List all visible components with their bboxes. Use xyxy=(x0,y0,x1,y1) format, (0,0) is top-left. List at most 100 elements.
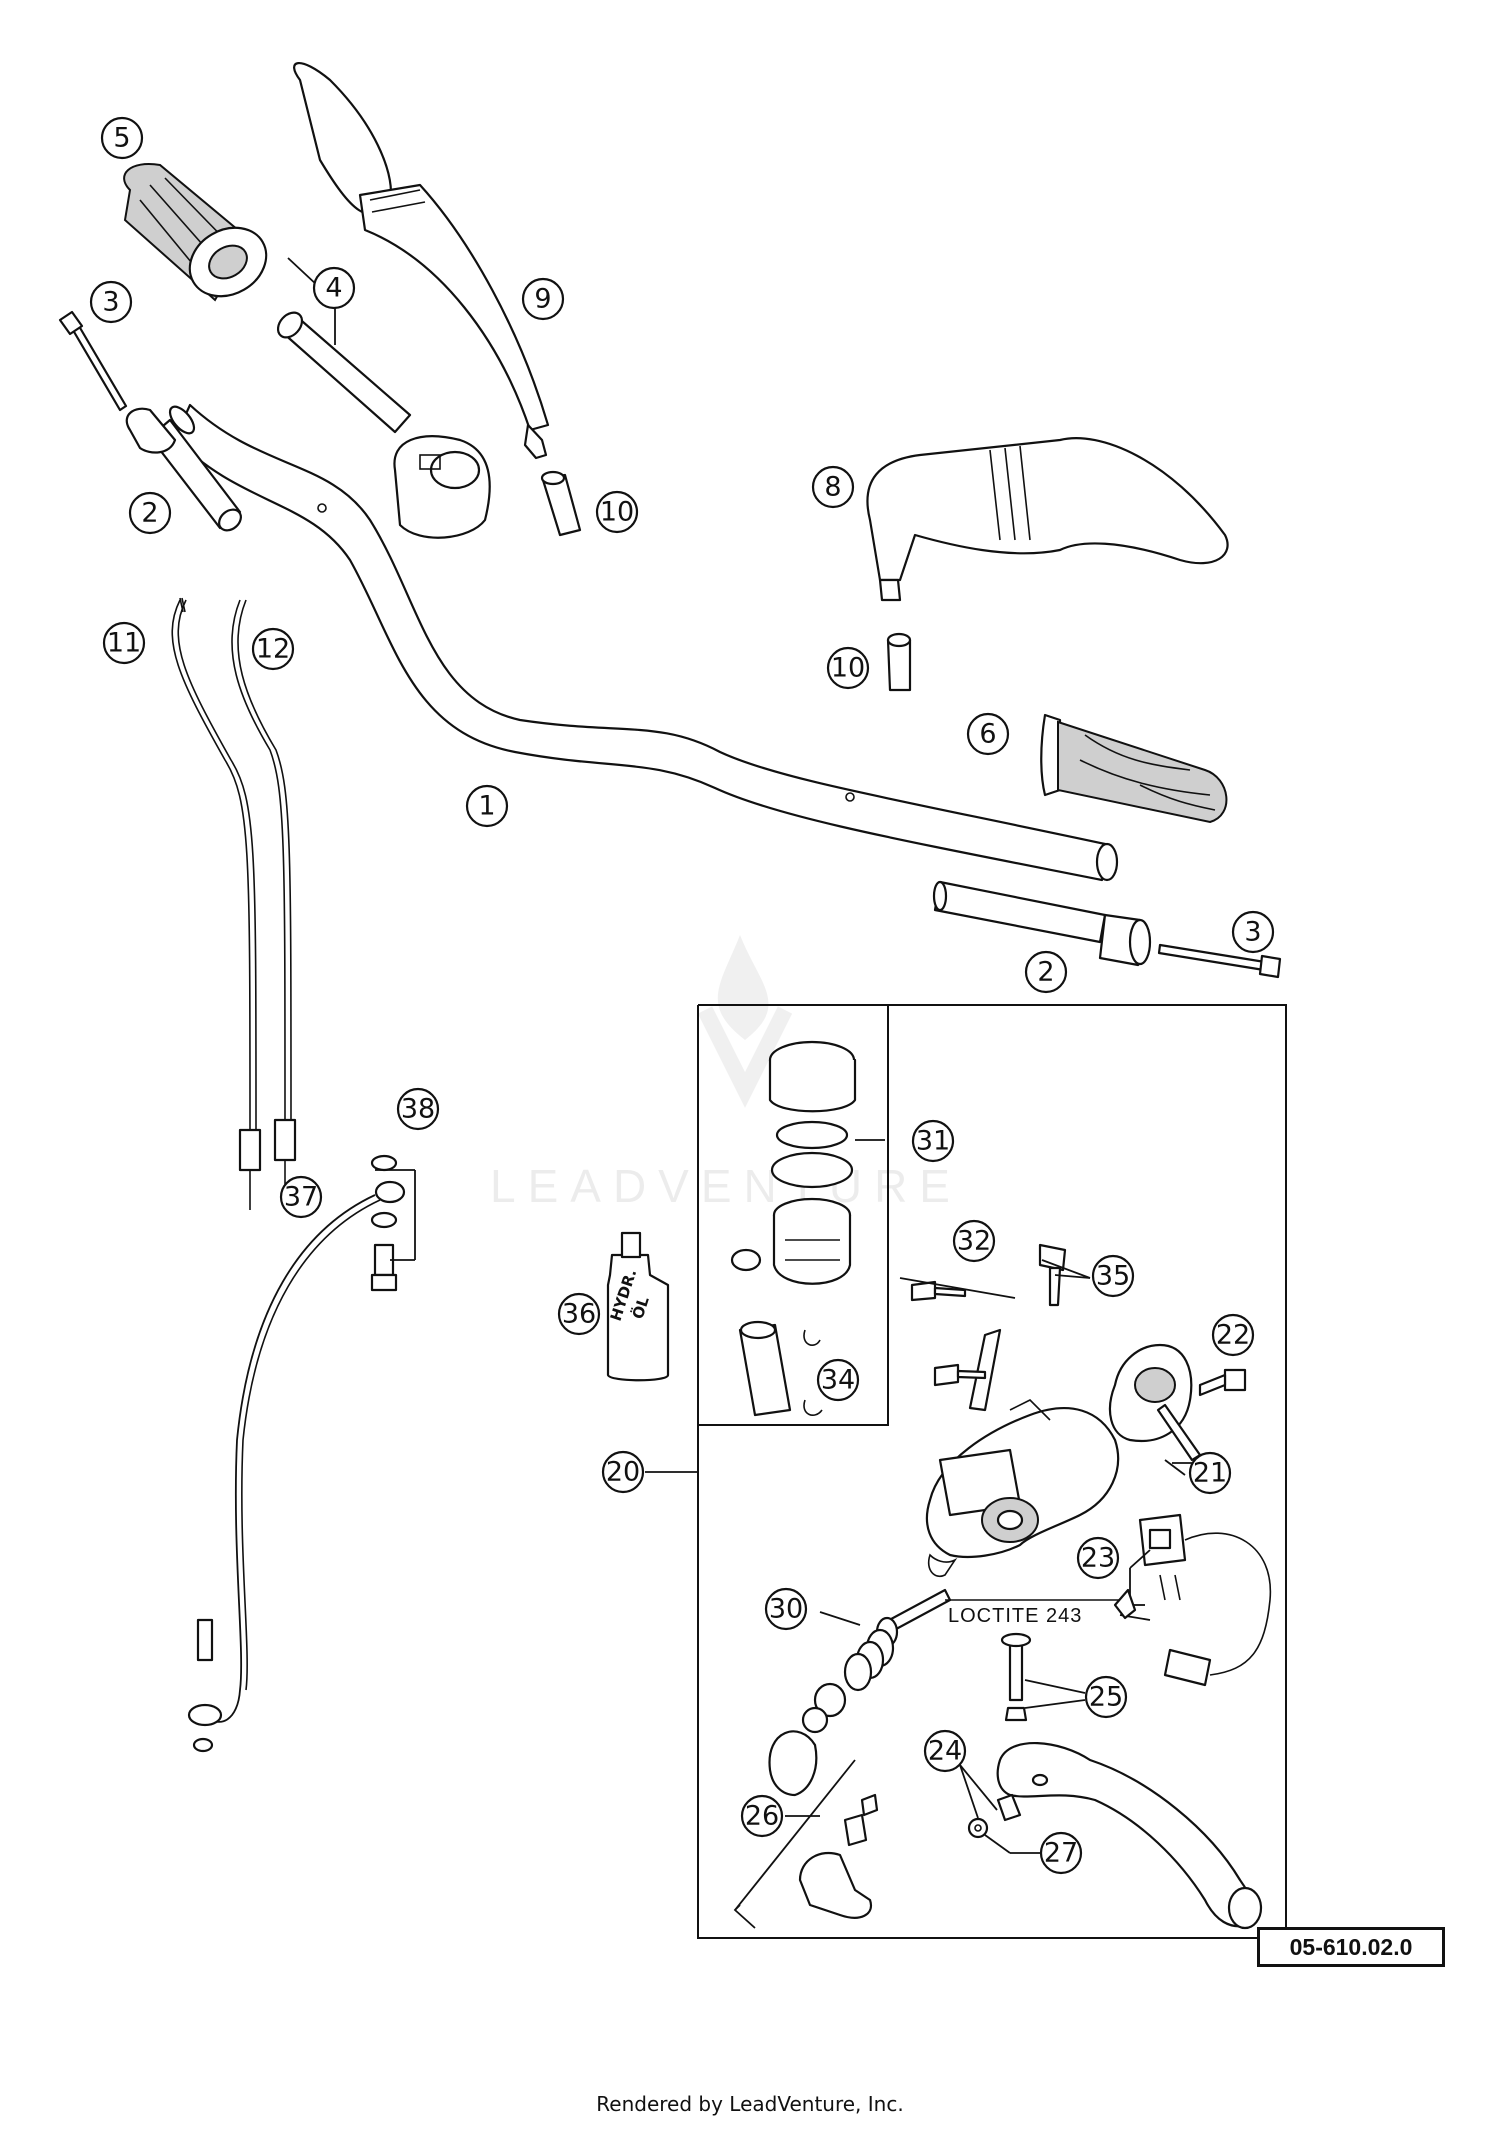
lever-adjuster xyxy=(967,1793,1022,1839)
svg-text:10: 10 xyxy=(831,653,865,684)
svg-text:4: 4 xyxy=(325,273,342,304)
callout-38: 38 xyxy=(396,1087,440,1131)
callout-32: 32 xyxy=(952,1219,996,1263)
svg-text:1: 1 xyxy=(478,791,495,822)
callout-4: 4 xyxy=(312,266,356,310)
callout-37: 37 xyxy=(279,1175,323,1219)
svg-text:9: 9 xyxy=(534,284,551,315)
svg-text:23: 23 xyxy=(1081,1543,1115,1574)
mirror-adapter-left xyxy=(540,470,582,537)
callout-30: 30 xyxy=(764,1587,808,1631)
clamp-screw xyxy=(1198,1368,1247,1397)
svg-text:3: 3 xyxy=(1244,917,1261,948)
callout-20: 20 xyxy=(601,1450,645,1494)
reservoir-hose xyxy=(738,1320,823,1417)
brake-lever xyxy=(996,1741,1263,1930)
callout-12: 12 xyxy=(251,627,295,671)
watermark-text: LEADVENTURE xyxy=(490,1160,962,1212)
lever-pivot-bolt xyxy=(1000,1632,1032,1722)
callout-3-right: 3 xyxy=(1231,910,1275,954)
callout-21: 21 xyxy=(1188,1451,1232,1495)
svg-text:27: 27 xyxy=(1044,1838,1078,1869)
callout-11: 11 xyxy=(102,621,146,665)
mirror-adapter-right xyxy=(886,632,912,692)
callout-26: 26 xyxy=(740,1794,784,1838)
callout-2-right: 2 xyxy=(1024,950,1068,994)
svg-text:36: 36 xyxy=(562,1299,596,1330)
watermark: LEADVENTURE xyxy=(490,935,962,1212)
brake-hose xyxy=(187,1180,406,1727)
svg-text:31: 31 xyxy=(916,1126,950,1157)
callout-25: 25 xyxy=(1084,1675,1128,1719)
svg-text:24: 24 xyxy=(928,1736,962,1767)
loctite-note-text: LOCTITE 243 xyxy=(948,1605,1082,1627)
callout-3-left: 3 xyxy=(89,280,133,324)
footer-credit: Rendered by LeadVenture, Inc. xyxy=(596,2092,904,2116)
svg-text:20: 20 xyxy=(606,1457,640,1488)
svg-text:12: 12 xyxy=(256,634,290,665)
svg-text:2: 2 xyxy=(141,498,158,529)
svg-text:22: 22 xyxy=(1216,1320,1250,1351)
svg-text:25: 25 xyxy=(1089,1682,1123,1713)
svg-text:2: 2 xyxy=(1037,957,1054,988)
callout-5: 5 xyxy=(100,116,144,160)
callout-36: 36 xyxy=(557,1292,601,1336)
leader-lines xyxy=(287,257,1195,1929)
svg-text:37: 37 xyxy=(284,1182,318,1213)
loctite-note: LOCTITE 243 xyxy=(945,1588,1137,1627)
bar-end-weight-right xyxy=(932,880,1152,967)
throttle-housing xyxy=(393,435,491,539)
handlebar xyxy=(168,403,1119,882)
svg-text:6: 6 xyxy=(979,719,996,750)
callout-34: 34 xyxy=(816,1358,860,1402)
bar-end-screw-left xyxy=(58,310,128,412)
svg-text:35: 35 xyxy=(1096,1261,1130,1292)
callout-24: 24 xyxy=(923,1729,967,1773)
hydraulic-oil-bottle: HYDR. ÖL xyxy=(607,1231,670,1382)
grip-left xyxy=(123,163,268,302)
throttle-cable-open xyxy=(171,597,262,1210)
callout-23: 23 xyxy=(1076,1536,1120,1580)
callout-2-left: 2 xyxy=(128,491,172,535)
piston-kit xyxy=(768,1553,958,1797)
bleeder-valve xyxy=(1038,1243,1067,1307)
callout-35: 35 xyxy=(1091,1254,1135,1298)
watermark-flame-icon xyxy=(717,935,769,1040)
master-cylinder-body xyxy=(925,1399,1120,1559)
svg-text:26: 26 xyxy=(745,1801,779,1832)
mirror-left xyxy=(293,62,550,460)
callout-1: 1 xyxy=(465,784,509,828)
mirror-right xyxy=(866,437,1229,602)
callout-27: 27 xyxy=(1039,1831,1083,1875)
callout-10-right: 10 xyxy=(826,646,870,690)
callout-labels: 5 4 9 3 2 10 8 11 12 10 6 1 3 2 38 37 31… xyxy=(89,116,1275,1875)
svg-text:10: 10 xyxy=(600,497,634,528)
banjo-bolt-washers xyxy=(192,1154,398,1753)
bar-end-weight-left xyxy=(125,407,242,532)
callout-31: 31 xyxy=(911,1119,955,1163)
grip-right xyxy=(1040,713,1228,824)
svg-text:34: 34 xyxy=(821,1365,855,1396)
svg-text:11: 11 xyxy=(107,628,141,659)
callout-10-left: 10 xyxy=(595,490,639,534)
callout-22: 22 xyxy=(1211,1313,1255,1357)
throttle-tube xyxy=(276,311,412,434)
reservoir-assembly xyxy=(730,1040,857,1285)
svg-text:3: 3 xyxy=(102,287,119,318)
bar-end-screw-right xyxy=(1157,943,1282,979)
callout-8: 8 xyxy=(811,465,855,509)
svg-text:32: 32 xyxy=(957,1226,991,1257)
brake-light-switch xyxy=(1138,1513,1272,1687)
reservoir-bracket xyxy=(910,1280,1002,1412)
svg-text:38: 38 xyxy=(401,1094,435,1125)
diagram-code-label: 05-610.02.0 xyxy=(1257,1927,1445,1967)
throttle-cable-close xyxy=(231,599,297,1195)
svg-text:21: 21 xyxy=(1193,1458,1227,1489)
callout-9: 9 xyxy=(521,277,565,321)
svg-text:8: 8 xyxy=(824,472,841,503)
callout-6: 6 xyxy=(966,712,1010,756)
svg-text:30: 30 xyxy=(769,1594,803,1625)
lever-pivot-parts xyxy=(798,1793,879,1919)
handlebar-clamp xyxy=(1108,1343,1202,1462)
